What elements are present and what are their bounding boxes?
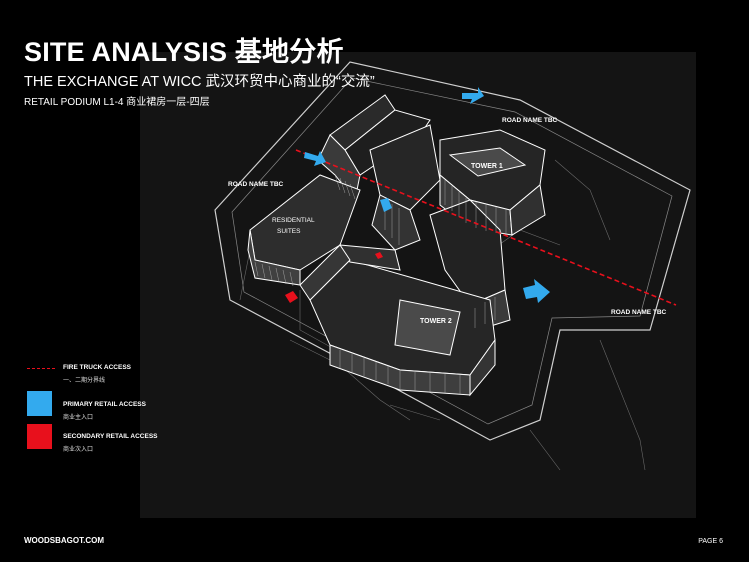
legend-secondary-title: SECONDARY RETAIL ACCESS — [63, 433, 158, 440]
page-title: SITE ANALYSIS 基地分析 — [24, 37, 344, 67]
legend-fire-sub: 一、二期分界线 — [63, 378, 106, 384]
primary-access-arrow-east — [523, 279, 550, 303]
legend-primary-sub: 商业主入口 — [63, 415, 94, 421]
tower2-label: TOWER 2 — [420, 318, 452, 325]
podium-buildings — [247, 94, 546, 397]
footer-brand: WOODSBAGOT.COM — [24, 536, 104, 545]
road-label-right: ROAD NAME TBC — [611, 309, 667, 316]
legend-primary-title: PRIMARY RETAIL ACCESS — [63, 401, 146, 408]
podium-subtitle: RETAIL PODIUM L1-4 商业裙房一层-四层 — [24, 97, 210, 108]
secondary-access-marker-central — [375, 252, 383, 259]
legend-fire-title: FIRE TRUCK ACCESS — [63, 364, 132, 371]
legend-fire-line — [27, 368, 55, 369]
page-number: PAGE 6 — [698, 538, 723, 545]
primary-access-arrow-west — [304, 151, 326, 166]
residential-label-2: SUITES — [277, 228, 301, 235]
tower1-label: TOWER 1 — [471, 163, 503, 170]
page-subtitle: THE EXCHANGE AT WICC 武汉环贸中心商业的“交流” — [24, 74, 375, 90]
primary-access-arrow-central — [380, 198, 392, 212]
legend-secondary-sub: 商业次入口 — [63, 447, 94, 453]
road-label-top: ROAD NAME TBC — [502, 117, 558, 124]
primary-access-arrow-north — [462, 87, 484, 104]
legend-secondary-swatch — [27, 424, 52, 449]
road-label-left: ROAD NAME TBC — [228, 181, 284, 188]
residential-label-1: RESIDENTIAL — [272, 217, 315, 224]
legend-primary-swatch — [27, 391, 52, 416]
secondary-access-marker-west — [285, 291, 298, 303]
fire-truck-access-line — [295, 149, 677, 306]
facade-hatching — [254, 174, 507, 394]
